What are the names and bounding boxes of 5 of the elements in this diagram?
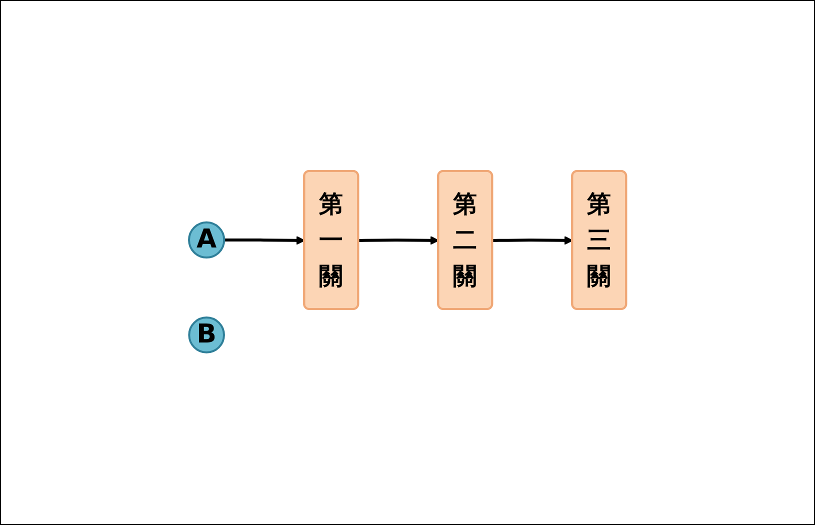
arrow	[224, 236, 305, 245]
arrow	[492, 236, 573, 245]
arrow	[358, 236, 439, 245]
node-circle: A	[188, 221, 226, 258]
node-circle: B	[188, 316, 225, 354]
